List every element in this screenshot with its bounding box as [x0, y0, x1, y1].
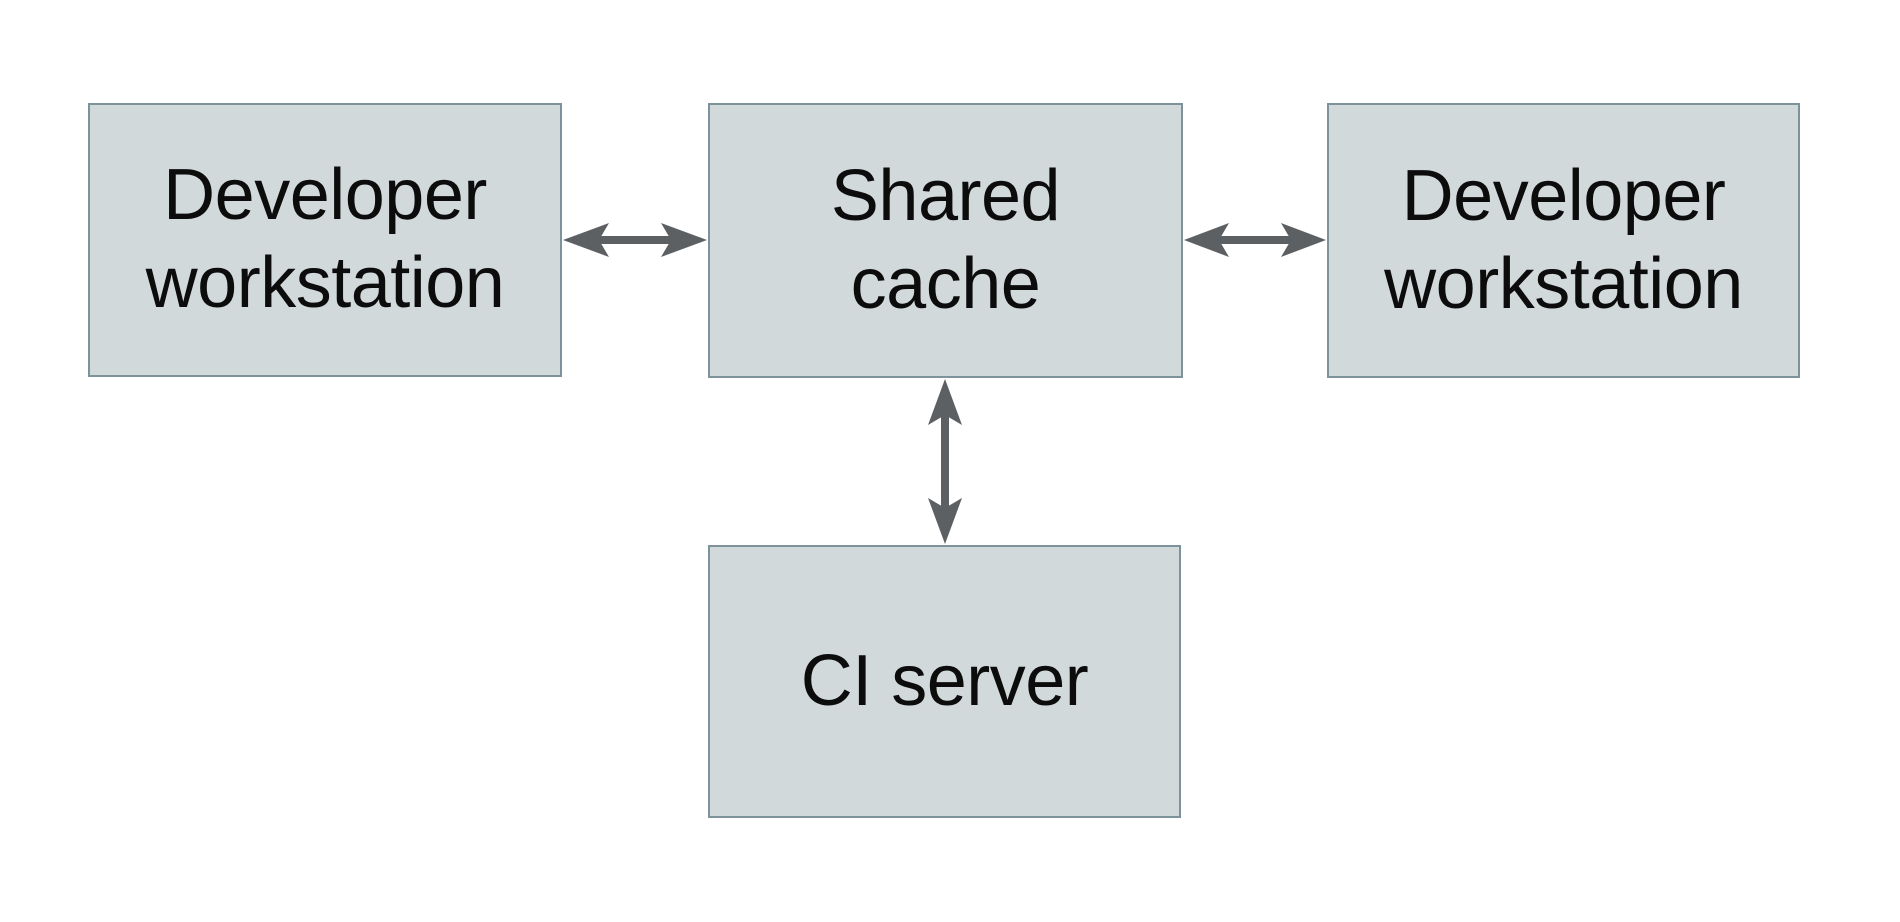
- node-label: Developer workstation: [145, 155, 505, 323]
- node-developer-workstation-right: Developer workstation: [1327, 103, 1800, 378]
- node-label: CI server: [800, 640, 1089, 721]
- node-developer-workstation-left: Developer workstation: [88, 103, 562, 377]
- node-ci-server: CI server: [708, 545, 1181, 818]
- bidirectional-arrow-cache-to-ci-server: [925, 378, 965, 545]
- node-shared-cache: Shared cache: [708, 103, 1183, 378]
- node-label: Shared cache: [830, 155, 1061, 324]
- bidirectional-arrow-left-workstation-to-cache: [562, 220, 708, 260]
- node-label: Developer workstation: [1384, 155, 1743, 324]
- bidirectional-arrow-cache-to-right-workstation: [1183, 220, 1327, 260]
